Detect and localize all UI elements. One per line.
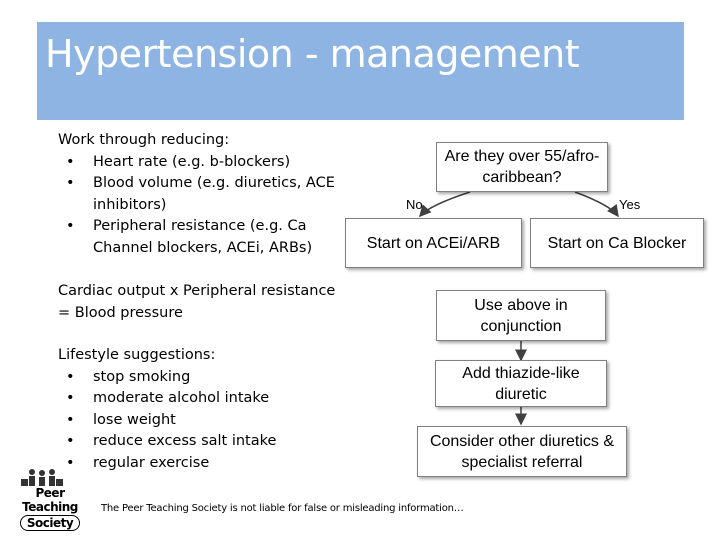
conjunction-node: Use above in conjunction [436, 290, 606, 341]
no-branch-arrow [418, 191, 471, 218]
list-item: stop smoking [58, 367, 348, 389]
people-icon [21, 469, 63, 486]
ca-blocker-node: Start on Ca Blocker [530, 218, 704, 268]
list-item: reduce excess salt intake [58, 431, 348, 453]
logo-line1: Peer Teaching [22, 486, 78, 514]
list-item: Peripheral resistance (e.g. Ca Channel b… [58, 216, 348, 259]
reduce-section: Work through reducing: Heart rate (e.g. … [58, 130, 348, 259]
thiazide-node: Add thiazide-like diuretic [435, 360, 607, 407]
yes-label: Yes [619, 197, 641, 212]
logo-line2: Society [19, 515, 81, 531]
acei-arb-node: Start on ACEi/ARB [345, 218, 522, 268]
formula-text: Cardiac output x Peripheral resistance =… [58, 283, 336, 321]
title-bar: Hypertension - management [37, 22, 684, 120]
yes-branch-arrow [574, 191, 619, 218]
lifestyle-list: stop smoking moderate alcohol intake los… [58, 367, 348, 475]
reduce-list: Heart rate (e.g. b-blockers) Blood volum… [58, 152, 348, 260]
disclaimer-footer: The Peer Teaching Society is not liable … [101, 503, 464, 514]
list-item: Heart rate (e.g. b-blockers) [58, 152, 348, 174]
slide-title: Hypertension - management [45, 32, 580, 76]
list-item: moderate alcohol intake [58, 388, 348, 410]
reduce-heading: Work through reducing: [58, 132, 230, 148]
question-node: Are they over 55/afro-caribbean? [436, 142, 608, 192]
list-item: Blood volume (e.g. diuretics, ACE inhibi… [58, 173, 348, 216]
no-label: No [406, 197, 423, 212]
list-item: lose weight [58, 410, 348, 432]
lifestyle-heading: Lifestyle suggestions: [58, 347, 216, 363]
lifestyle-section: Lifestyle suggestions: stop smoking mode… [58, 345, 348, 474]
peer-teaching-society-logo: Peer Teaching Society [12, 468, 88, 531]
list-item: regular exercise [58, 453, 348, 475]
referral-node: Consider other diuretics & specialist re… [417, 426, 627, 477]
